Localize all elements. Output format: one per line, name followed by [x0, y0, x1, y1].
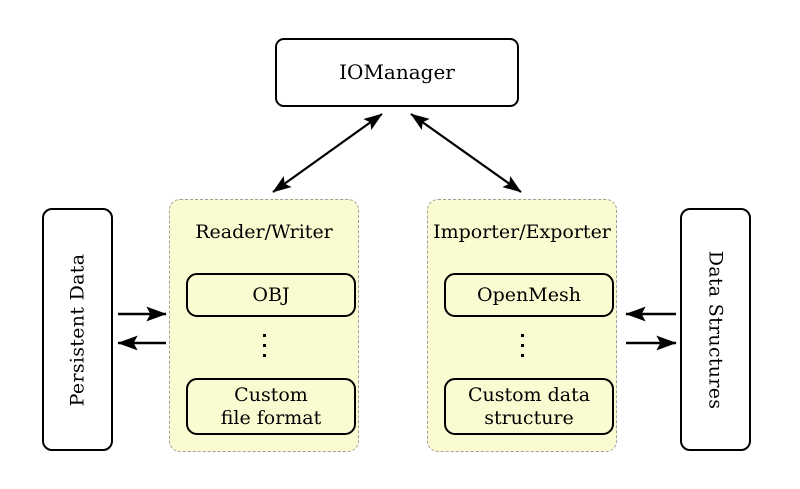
- importer-exporter-ellipsis-icon: [428, 334, 616, 357]
- importer-exporter-item-custom-label: Custom data structure: [468, 384, 590, 430]
- reader-writer-group[interactable]: Reader/Writer OBJ Custom file format: [169, 199, 359, 452]
- reader-writer-item-custom-line2: file format: [220, 406, 322, 429]
- importer-exporter-item-custom[interactable]: Custom data structure: [444, 378, 614, 435]
- data-structures-box[interactable]: Data Structures: [680, 208, 751, 451]
- reader-writer-title: Reader/Writer: [195, 221, 333, 243]
- connector-iomanager-importer-exporter: [410, 113, 522, 193]
- reader-writer-item-obj[interactable]: OBJ: [186, 273, 356, 317]
- reader-writer-ellipsis-icon: [170, 334, 358, 357]
- importer-exporter-item-openmesh[interactable]: OpenMesh: [444, 273, 614, 317]
- reader-writer-item-obj-label: OBJ: [252, 283, 290, 306]
- connector-iomanager-reader-writer: [272, 113, 383, 193]
- data-structures-label: Data Structures: [704, 250, 727, 409]
- reader-writer-item-custom[interactable]: Custom file format: [186, 378, 356, 435]
- persistent-data-label: Persistent Data: [66, 253, 89, 406]
- persistent-data-box[interactable]: Persistent Data: [42, 208, 113, 451]
- iomanager-box[interactable]: IOManager: [275, 38, 519, 107]
- importer-exporter-group[interactable]: Importer/Exporter OpenMesh Custom data s…: [427, 199, 617, 452]
- reader-writer-item-custom-line1: Custom: [234, 383, 308, 406]
- reader-writer-item-custom-label: Custom file format: [221, 384, 322, 430]
- importer-exporter-title: Importer/Exporter: [433, 221, 611, 243]
- iomanager-label: IOManager: [339, 60, 455, 84]
- importer-exporter-item-openmesh-label: OpenMesh: [477, 283, 581, 306]
- importer-exporter-item-custom-line1: Custom data: [467, 383, 591, 406]
- importer-exporter-item-custom-line2: structure: [484, 406, 574, 429]
